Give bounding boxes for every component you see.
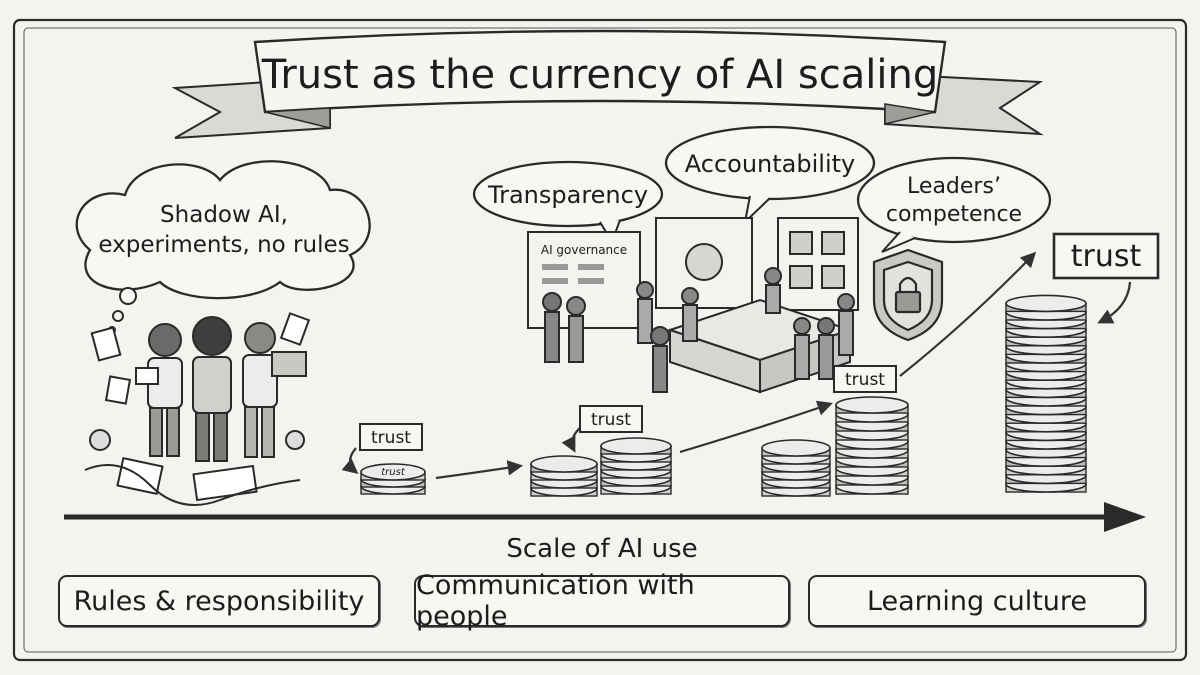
- coin-stack-2: [530, 455, 598, 497]
- trust-tag-big: trust: [1052, 232, 1160, 280]
- pillar-rules-responsibility: Rules & responsibility: [58, 575, 380, 627]
- trust-tag-3-text: trust: [845, 370, 885, 390]
- coin-stacks: trust: [360, 294, 1087, 497]
- axis-label: Scale of AI use: [506, 534, 697, 564]
- frame: [12, 18, 1188, 662]
- title: Trust as the currency of AI scaling: [261, 52, 938, 98]
- trust-tag-2: trust: [579, 405, 643, 433]
- coin-engraving: trust: [381, 467, 406, 478]
- pillar-communication-with-people: Communication with people: [414, 570, 790, 632]
- coin-stack-6: [1005, 294, 1087, 493]
- trust-pointer-arrow-1: [341, 447, 359, 474]
- accountability-bubble: Accountability: [664, 125, 876, 225]
- ai-governance-board-label: AI governance: [541, 243, 627, 257]
- shadow-ai-text-line1: Shadow AI,: [160, 202, 288, 228]
- accountability-text: Accountability: [685, 150, 855, 178]
- growth-arrows: [341, 251, 1132, 480]
- coin-top: [360, 463, 426, 481]
- growth-arrow-3: [899, 251, 1037, 377]
- title-banner: Trust as the currency of AI scaling: [171, 29, 1044, 139]
- leaders-competence-bubble: Leaders’ competence: [856, 156, 1052, 253]
- growth-arrow-1: [435, 460, 524, 480]
- coin-stack-4: [761, 439, 831, 497]
- trust-tag-3: trust: [833, 365, 897, 393]
- coin-top: [530, 455, 598, 473]
- shadow-ai-cloud: Shadow AI, experiments, no rules: [75, 160, 371, 334]
- coin-top: [600, 437, 672, 455]
- coin-top: [835, 396, 909, 414]
- pillar-learning-culture: Learning culture: [808, 575, 1146, 627]
- trust-tag-big-text: trust: [1071, 239, 1142, 274]
- coin-stack-1: trust: [360, 463, 426, 495]
- coin-top: [1005, 294, 1087, 313]
- growth-arrow-2: [679, 400, 833, 454]
- coin-stack-5: [835, 396, 909, 495]
- trust-pointer-arrow-big: [1097, 281, 1132, 324]
- experimenting-people-illustration: [84, 312, 311, 506]
- transparency-text: Transparency: [487, 181, 648, 209]
- transparency-bubble: Transparency: [472, 160, 664, 245]
- trust-tag-1: trust: [359, 423, 423, 451]
- trust-tag-1-text: trust: [371, 428, 411, 448]
- trust-tag-2-text: trust: [591, 410, 631, 430]
- scale-axis: Scale of AI use: [64, 502, 1146, 564]
- coin-top: [761, 439, 831, 457]
- leaders-competence-text-line1: Leaders’: [907, 174, 1001, 199]
- shadow-ai-text-line2: experiments, no rules: [98, 232, 349, 258]
- coin-stack-3: [600, 437, 672, 495]
- shield-lock-icon: [872, 248, 944, 342]
- governance-scene-illustration: AI governance: [527, 217, 859, 394]
- leaders-competence-text-line2: competence: [886, 202, 1022, 227]
